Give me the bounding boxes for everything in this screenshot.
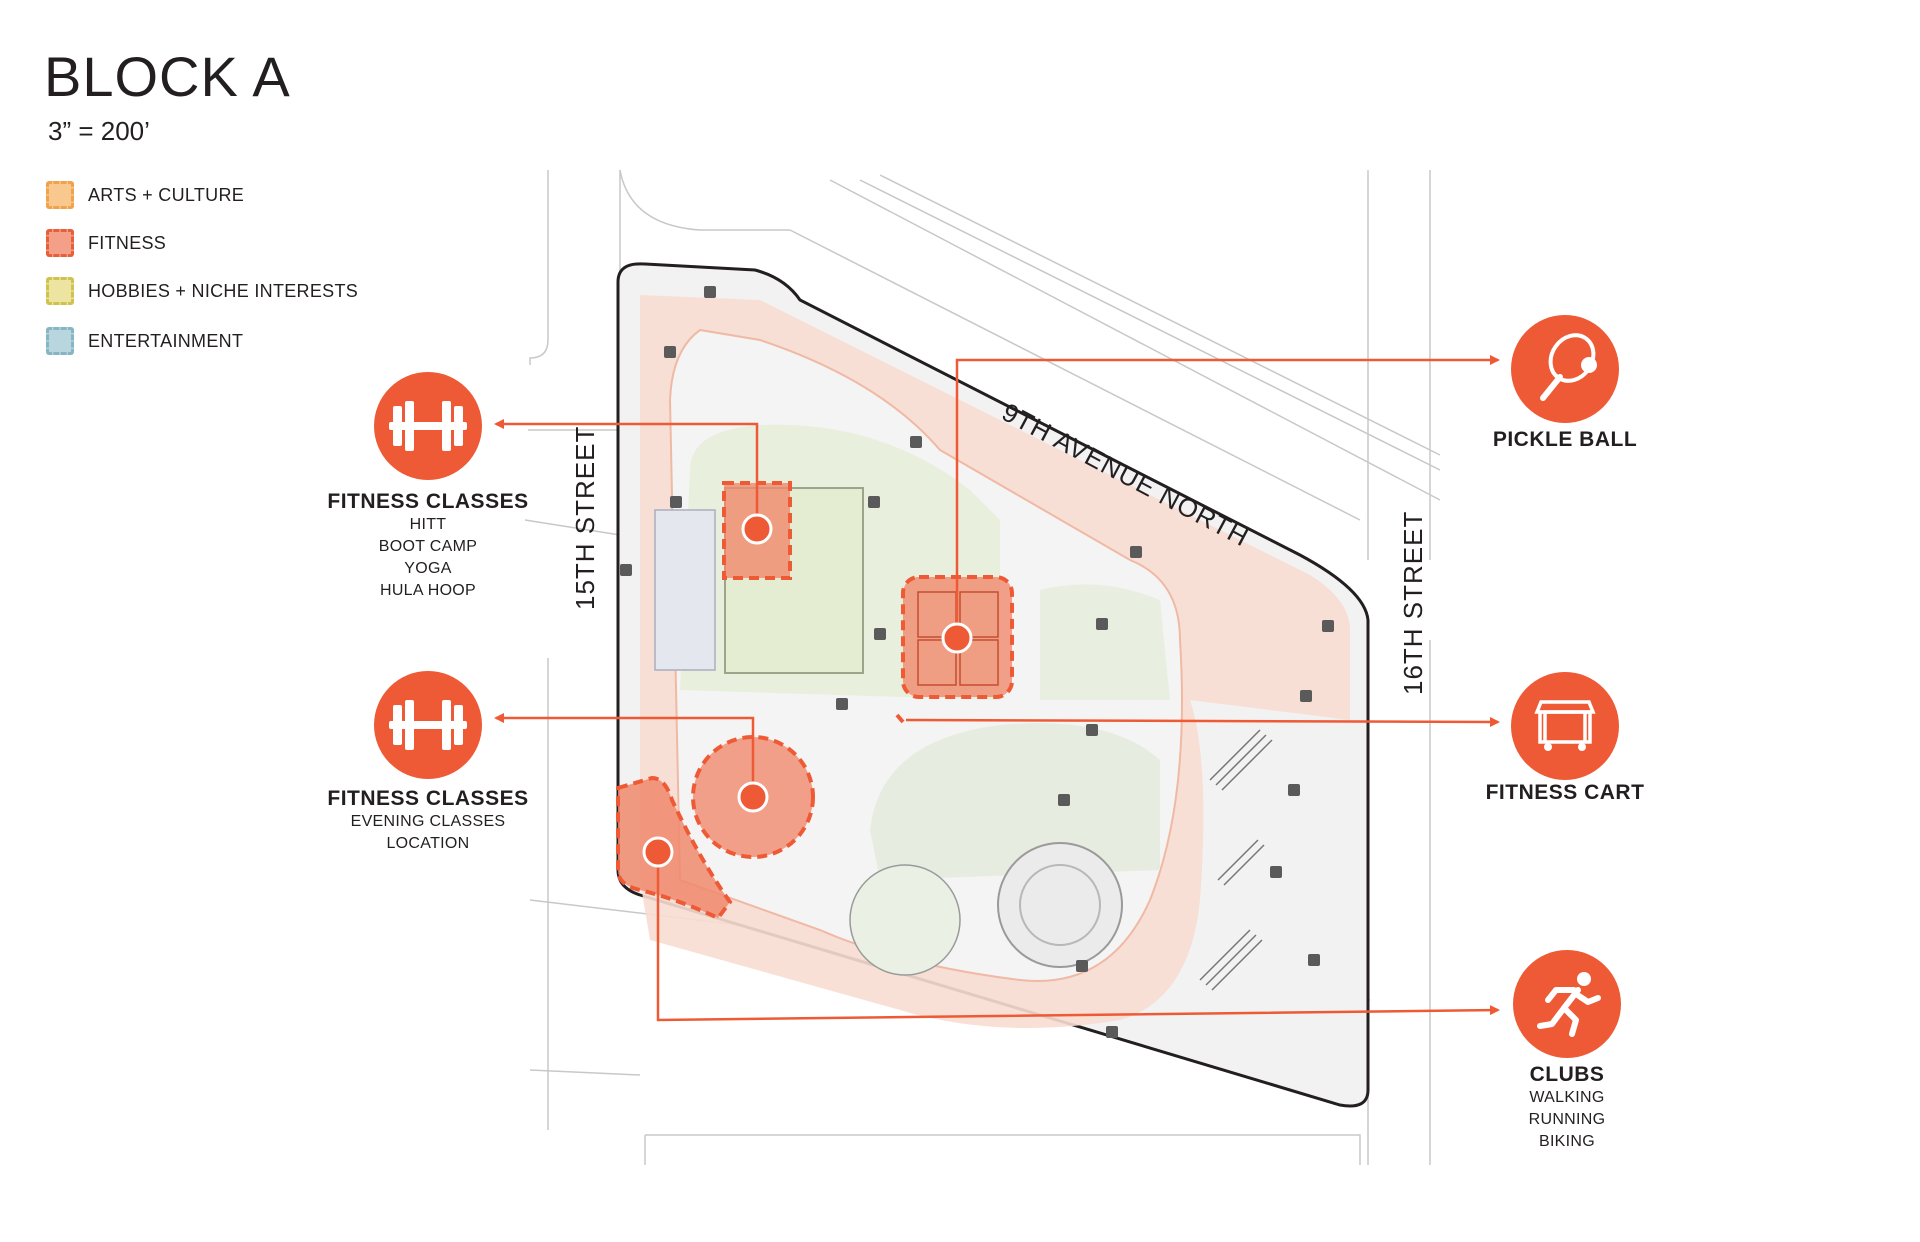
callout-fitness-cart: FITNESS CART — [1455, 781, 1675, 805]
callout-item: LOCATION — [386, 835, 470, 852]
fitness-cart-marker — [895, 713, 905, 724]
callout-item: EVENING CLASSES — [350, 813, 506, 830]
callout-fitness-classes-1: FITNESS CLASSES HITT BOOT CAMP YOGA HULA… — [318, 490, 538, 602]
callout-item: RUNNING — [1528, 1111, 1606, 1128]
cart-icon — [1511, 672, 1619, 780]
page-title: BLOCK A — [44, 45, 291, 108]
legend-item-fitness: FITNESS — [46, 228, 166, 258]
callout-title: FITNESS CART — [1485, 781, 1645, 804]
playground — [654, 509, 716, 671]
court-lines — [917, 591, 999, 686]
legend-label: ENTERTAINMENT — [88, 330, 244, 351]
callout-clubs: CLUBS WALKING RUNNING BIKING — [1457, 1063, 1677, 1153]
callout-title: FITNESS CLASSES — [327, 787, 529, 810]
fitness-zone-corner — [616, 775, 733, 921]
trees — [620, 286, 1334, 1038]
street-label-15th: 15TH STREET — [570, 426, 600, 610]
dumbbell-icon — [374, 372, 482, 480]
callout-fitness-classes-2: FITNESS CLASSES EVENING CLASSES LOCATION — [318, 787, 538, 855]
legend-item-arts: ARTS + CULTURE — [46, 180, 244, 210]
legend-label: ARTS + CULTURE — [88, 184, 245, 205]
callout-item: YOGA — [404, 560, 452, 577]
legend-swatch — [46, 181, 74, 209]
legend-swatch — [46, 277, 74, 305]
callout-title: CLUBS — [1529, 1063, 1605, 1086]
runner-icon — [1513, 950, 1621, 1058]
callout-item: HITT — [409, 516, 447, 533]
legend-item-hobbies: HOBBIES + NICHE INTERESTS — [46, 276, 358, 306]
street-label-16th: 16TH STREET — [1398, 511, 1428, 695]
legend-label: FITNESS — [88, 232, 167, 253]
callout-item: HULA HOOP — [379, 582, 477, 599]
zone-dots — [642, 513, 973, 868]
legend-swatch — [46, 229, 74, 257]
callout-item: WALKING — [1529, 1089, 1605, 1106]
paddle-icon — [1511, 315, 1619, 423]
legend-swatch — [46, 327, 74, 355]
callout-title: FITNESS CLASSES — [327, 490, 529, 513]
stage-circle — [997, 842, 1123, 968]
callout-pickle-ball: PICKLE BALL — [1455, 428, 1675, 452]
callout-item: BOOT CAMP — [378, 538, 478, 555]
legend-label: HOBBIES + NICHE INTERESTS — [88, 280, 359, 301]
scale-label: 3” = 200’ — [48, 116, 150, 146]
lawn-circle — [849, 864, 961, 976]
legend-item-entertainment: ENTERTAINMENT — [46, 326, 243, 356]
stage-circle-inner — [1019, 864, 1101, 946]
callout-item: BIKING — [1538, 1133, 1596, 1150]
stairs — [1199, 729, 1273, 991]
dumbbell-icon — [374, 671, 482, 779]
callout-title: PICKLE BALL — [1492, 428, 1638, 451]
central-lawn — [870, 723, 1160, 880]
east-lawn — [1040, 584, 1170, 700]
leader-lines — [494, 355, 1500, 1022]
